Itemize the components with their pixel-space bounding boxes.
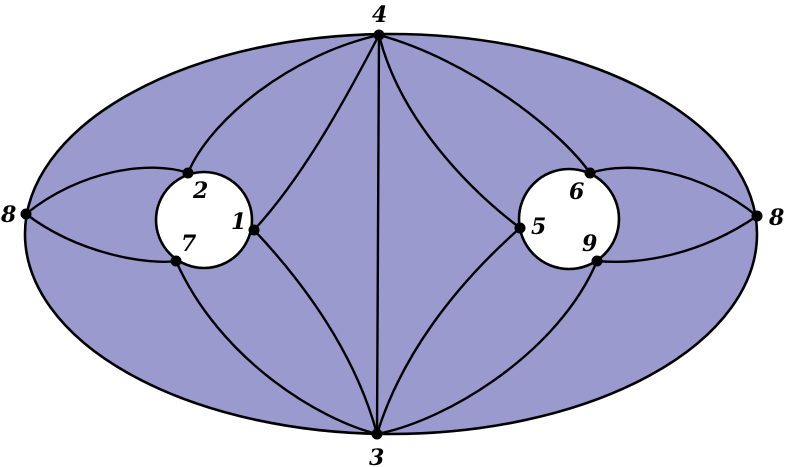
edge-8l-7 bbox=[25, 213, 177, 263]
right-hole bbox=[517, 167, 621, 271]
edge-7-3 bbox=[174, 260, 378, 436]
vertex-6-label: 6 bbox=[569, 179, 584, 205]
vertex-9-dot bbox=[591, 255, 603, 267]
vertex-8-left-label: 8 bbox=[0, 202, 16, 228]
vertex-4-label: 4 bbox=[372, 2, 387, 28]
vertex-4-dot bbox=[373, 29, 385, 41]
edge-4-1 bbox=[253, 34, 381, 231]
edge-4-5 bbox=[377, 34, 521, 229]
edge-1-3 bbox=[253, 229, 379, 435]
vertex-5-dot bbox=[514, 222, 526, 234]
edge-8r-9 bbox=[596, 215, 758, 264]
edge-4-3-straight bbox=[375, 34, 381, 435]
edge-8l-2 bbox=[25, 166, 189, 215]
vertex-2-label: 2 bbox=[192, 178, 208, 204]
vertex-1-dot bbox=[248, 224, 260, 236]
vertex-1-label: 1 bbox=[231, 209, 246, 235]
vertex-8-right-label: 8 bbox=[768, 205, 784, 231]
edge-4-6 bbox=[378, 33, 591, 174]
edge-4-2 bbox=[186, 33, 380, 174]
edge-8r-6 bbox=[589, 166, 758, 217]
vertex-3-label: 3 bbox=[369, 445, 384, 467]
vertex-8-right-dot bbox=[751, 210, 763, 222]
outer-ellipse bbox=[23, 32, 759, 436]
vertex-9-label: 9 bbox=[582, 231, 597, 257]
edge-5-3 bbox=[375, 227, 521, 435]
vertex-2-dot bbox=[182, 167, 194, 179]
vertex-7-label: 7 bbox=[181, 231, 197, 257]
vertex-3-dot bbox=[371, 428, 383, 440]
vertices bbox=[20, 29, 763, 440]
vertex-5-label: 5 bbox=[531, 214, 546, 240]
left-hole bbox=[154, 170, 254, 270]
vertex-6-dot bbox=[584, 167, 596, 179]
edges bbox=[25, 33, 758, 436]
vertex-8-left-dot bbox=[20, 208, 32, 220]
vertex-7-dot bbox=[170, 255, 182, 267]
edge-9-3 bbox=[376, 260, 599, 436]
